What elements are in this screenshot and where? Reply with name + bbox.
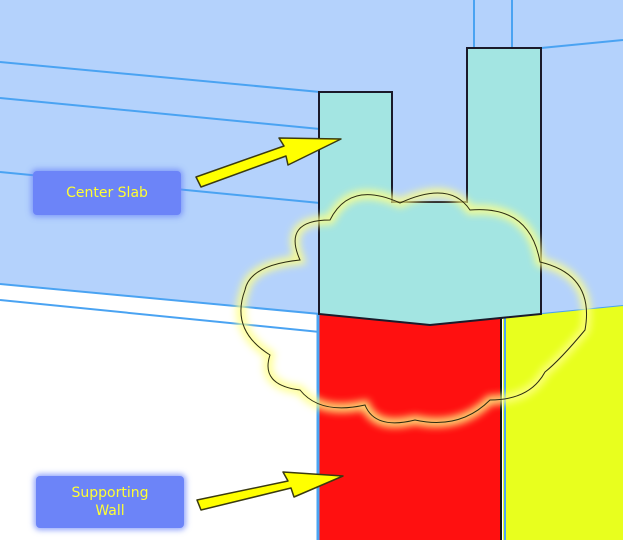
arrow-icon[interactable] xyxy=(195,137,342,188)
center-slab-label: Center Slab xyxy=(66,185,148,201)
supporting-wall-label-line1: Supporting xyxy=(71,485,149,501)
supporting-wall-label-line2: Wall xyxy=(95,503,125,519)
wall-edge-lines xyxy=(316,314,506,540)
revision-cloud-outline xyxy=(240,192,587,424)
supporting-wall-red[interactable] xyxy=(318,314,501,540)
center-slab-callout[interactable]: Center Slab xyxy=(33,171,181,215)
arrow-icon[interactable] xyxy=(196,471,344,511)
supporting-wall-callout[interactable]: Supporting Wall xyxy=(36,476,184,528)
supporting-wall-yellow[interactable] xyxy=(503,306,623,540)
supporting-wall-label: Supporting Wall xyxy=(72,484,149,520)
center-column[interactable] xyxy=(318,47,542,327)
